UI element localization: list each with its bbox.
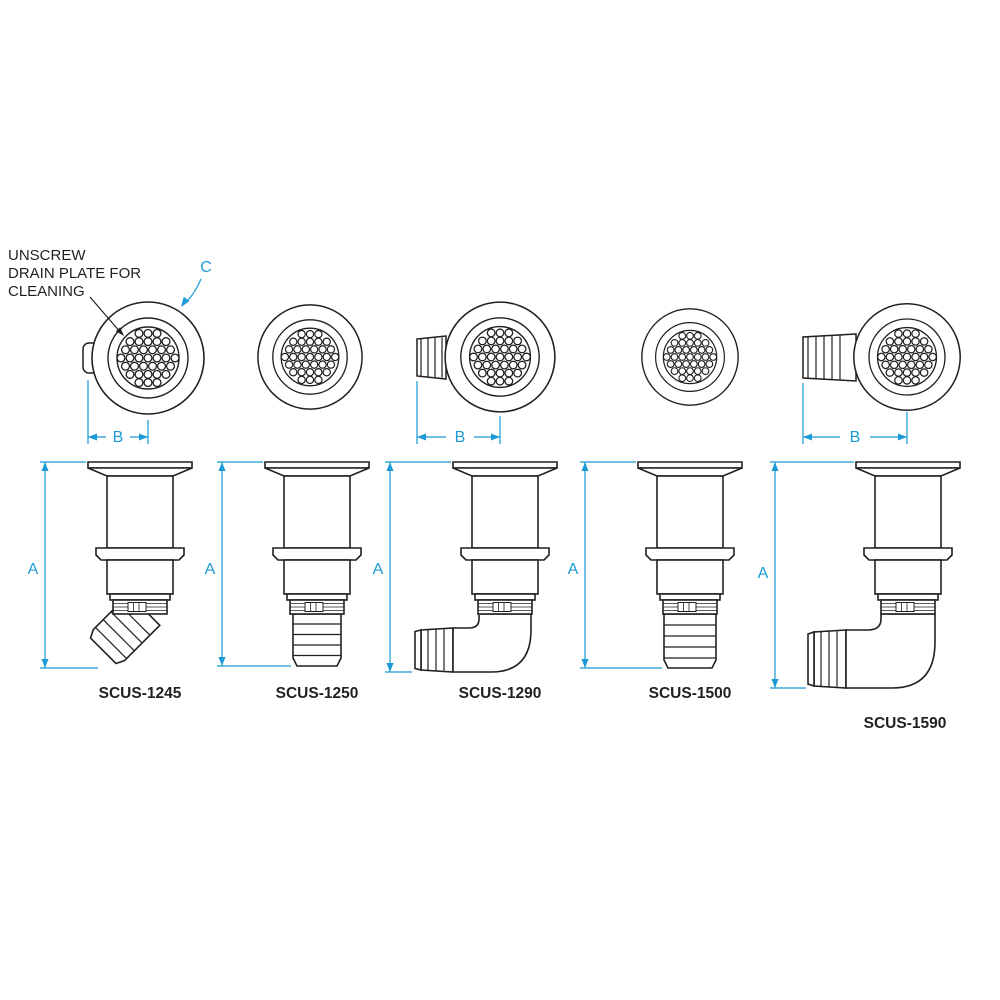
top-view-scus-1250 (257, 304, 363, 410)
note-line-1: UNSCREW (8, 247, 86, 264)
dimension-a-scus-1245 (40, 461, 98, 669)
note-line-3: CLEANING (8, 283, 85, 300)
dim-a-label-4: A (568, 561, 579, 578)
model-label-scus-1245: SCUS-1245 (99, 685, 182, 702)
dim-b-label-1: B (113, 429, 124, 446)
side-view-scus-1290 (414, 461, 558, 673)
side-view-scus-1590 (807, 461, 961, 689)
side-view-scus-1250 (264, 461, 370, 667)
dimension-b-scus-1590 (802, 383, 908, 444)
model-label-scus-1290: SCUS-1290 (459, 685, 542, 702)
dim-a-label-3: A (373, 561, 384, 578)
dim-c-label: C (200, 259, 212, 276)
side-view-scus-1245 (87, 461, 193, 665)
model-label-scus-1590: SCUS-1590 (864, 715, 947, 732)
model-label-scus-1500: SCUS-1500 (649, 685, 732, 702)
dimension-b-scus-1245 (87, 380, 149, 444)
note-leader-line (89, 296, 124, 336)
model-label-scus-1250: SCUS-1250 (276, 685, 359, 702)
dim-a-label-1: A (28, 561, 39, 578)
dimension-a-scus-1290 (385, 461, 451, 673)
dimension-b-scus-1290 (416, 381, 501, 444)
top-view-scus-1500 (641, 308, 739, 406)
top-view-scus-1290 (416, 301, 556, 413)
dim-b-label-3: B (850, 429, 861, 446)
top-view-scus-1590 (802, 303, 961, 411)
dim-a-label-2: A (205, 561, 216, 578)
dim-b-label-2: B (455, 429, 466, 446)
dim-a-label-5: A (758, 565, 769, 582)
dimension-c-callout (181, 278, 202, 307)
note-line-2: DRAIN PLATE FOR (8, 265, 141, 282)
top-view-scus-1245 (82, 301, 205, 415)
dimension-a-scus-1590 (770, 461, 854, 689)
side-view-scus-1500 (637, 461, 743, 669)
dimension-a-scus-1250 (217, 461, 291, 667)
dimension-a-scus-1500 (580, 461, 662, 669)
